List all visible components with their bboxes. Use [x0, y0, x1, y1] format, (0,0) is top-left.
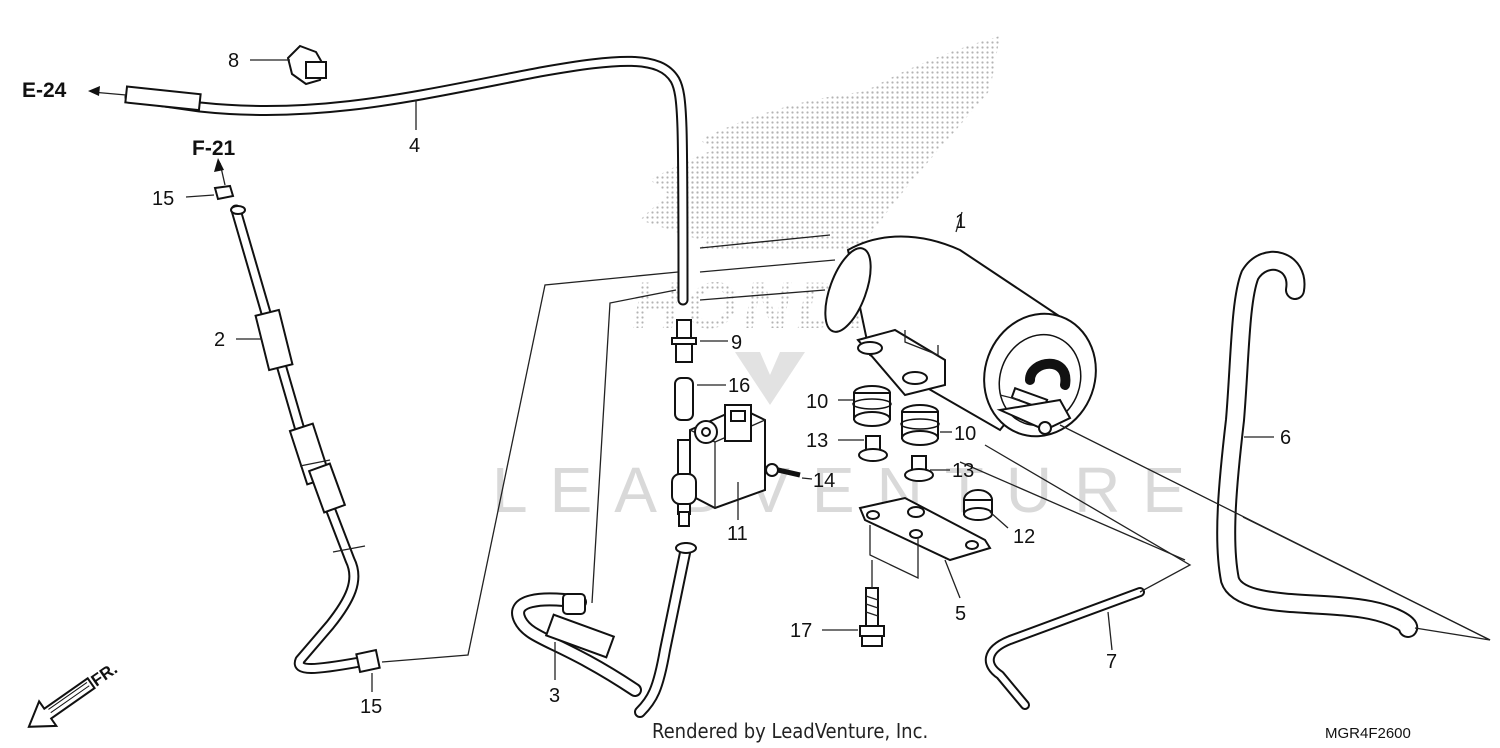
label-part-13-left: 13 [806, 430, 828, 452]
label-part-15-lower: 15 [360, 696, 382, 718]
label-part-9: 9 [731, 332, 742, 354]
hose-part-6[interactable] [1216, 250, 1419, 638]
label-part-10-right: 10 [954, 423, 976, 445]
canister-part-1[interactable] [816, 211, 1113, 452]
label-part-5: 5 [955, 603, 966, 625]
honda-wing-watermark: HONDA [632, 36, 1000, 342]
label-part-8: 8 [228, 50, 239, 72]
hose-part-7[interactable] [984, 587, 1145, 710]
clip-part-8[interactable] [250, 44, 327, 86]
leadventure-watermark: LEADVENTURE [492, 352, 1207, 526]
label-part-4: 4 [409, 135, 420, 157]
label-part-17: 17 [790, 620, 812, 642]
diagram-code: MGR4F2600 [1325, 725, 1411, 742]
bracket-part-5[interactable] [858, 496, 992, 599]
footer-credit: Rendered by LeadVenture, Inc. [652, 719, 928, 743]
label-part-1: 1 [955, 211, 966, 233]
label-part-7: 7 [1106, 651, 1117, 673]
label-part-16: 16 [728, 375, 750, 397]
clip-part-15-upper[interactable] [185, 184, 235, 201]
cap-part-12[interactable] [963, 489, 1009, 529]
solenoid-valve-part-11[interactable] [671, 404, 766, 527]
label-part-13-right: 13 [952, 460, 974, 482]
leader-lines [381, 234, 1491, 663]
label-part-15-upper: 15 [152, 188, 174, 210]
collar-part-13-right[interactable] [904, 455, 950, 482]
label-part-11: 11 [727, 523, 748, 545]
reference-f21-text: F-21 [192, 137, 236, 160]
hose-part-16[interactable] [674, 377, 726, 421]
grommet-part-10-left[interactable] [838, 385, 892, 427]
grommet-part-10-right[interactable] [900, 404, 952, 446]
label-part-2: 2 [214, 329, 225, 351]
hose-part-4[interactable] [124, 55, 689, 306]
part-labels: 1 2 3 4 5 6 7 8 9 10 10 11 12 13 13 14 1… [152, 50, 1291, 718]
fitting-part-9[interactable] [671, 319, 728, 363]
hose-part-2[interactable] [230, 204, 366, 674]
screw-part-14[interactable] [765, 463, 813, 480]
leadventure-watermark-text: LEADVENTURE [492, 454, 1207, 526]
bolt-part-17[interactable] [822, 560, 885, 647]
collar-part-13-left[interactable] [838, 435, 888, 462]
reference-f21[interactable]: F-21 [192, 137, 236, 186]
hose-part-3[interactable] [511, 542, 697, 718]
label-part-3: 3 [549, 685, 560, 707]
label-part-6: 6 [1280, 427, 1291, 449]
reference-e24-text: E-24 [22, 79, 67, 102]
label-part-10-left: 10 [806, 391, 828, 413]
clip-part-15-lower[interactable] [355, 648, 381, 692]
label-part-14: 14 [813, 470, 835, 492]
front-direction-marker: FR. [27, 659, 121, 728]
reference-e24[interactable]: E-24 [22, 79, 127, 102]
label-part-12: 12 [1013, 526, 1035, 548]
